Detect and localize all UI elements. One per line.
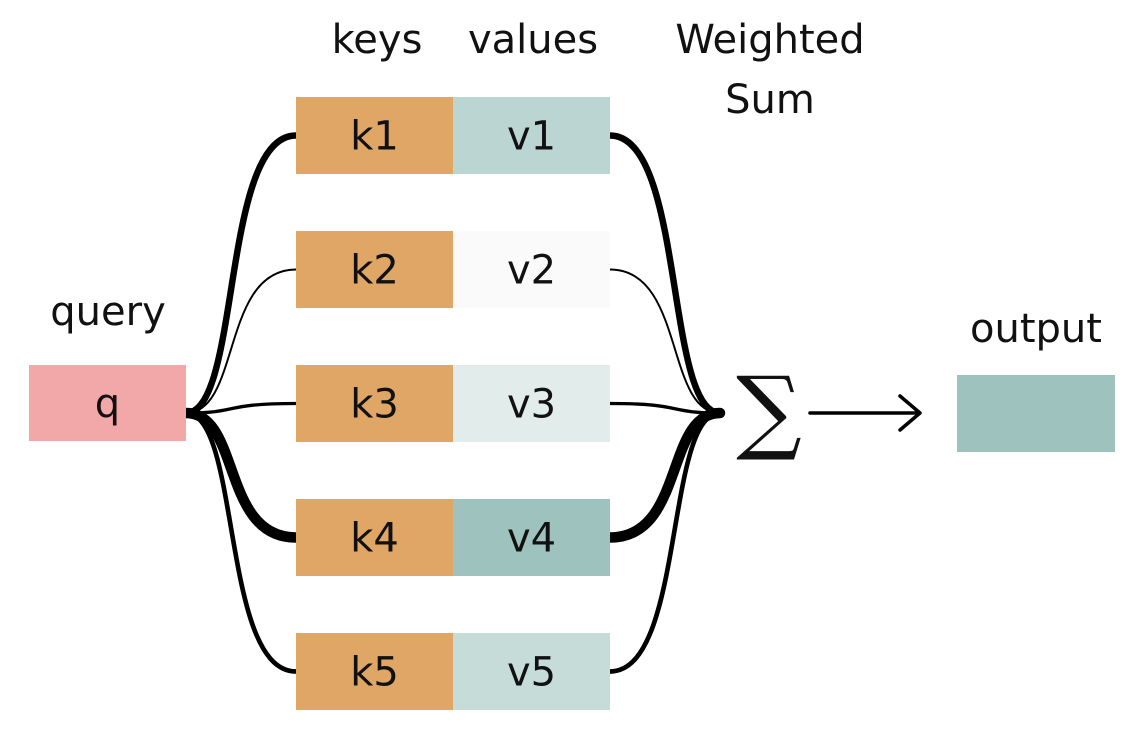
key-label-3: k3 [350, 382, 399, 428]
key-box-4 [296, 499, 453, 576]
query-box [29, 365, 186, 441]
value-label-1: v1 [507, 114, 556, 160]
output-box [957, 375, 1115, 452]
query-label: q [95, 381, 120, 427]
output-header: output [970, 306, 1102, 352]
value-label-4: v4 [507, 516, 556, 562]
value-box-3 [453, 365, 610, 442]
key-label-5: k5 [350, 650, 399, 696]
query-to-key-1-edge [182, 132, 300, 417]
weighted-sum-header-line2: Sum [725, 77, 815, 123]
key-value-rows: k1 v1 k2 v2 k3 v3 k4 v4 k5 v5 [296, 97, 610, 710]
value-sum-edges [604, 132, 726, 674]
query-header: query [50, 289, 165, 335]
query-key-edges [180, 132, 302, 674]
value-label-5: v5 [507, 650, 556, 696]
keys-header: keys [332, 17, 423, 63]
weighted-sum-header-line1: Weighted [675, 17, 864, 63]
value-box-4 [453, 499, 610, 576]
key-label-1: k1 [350, 114, 399, 160]
query-to-key-5-edge [183, 410, 299, 674]
sum-to-output-arrowhead [898, 394, 922, 432]
key-box-3 [296, 365, 453, 442]
query-to-key-2-edge [185, 268, 297, 414]
sum-symbol: ∑ [736, 357, 802, 464]
key-box-5 [296, 633, 453, 710]
key-box-2 [296, 231, 453, 308]
key-label-4: k4 [350, 516, 399, 562]
value-label-3: v3 [507, 382, 556, 428]
value-2-to-sum-edge [609, 268, 721, 414]
value-box-5 [453, 633, 610, 710]
value-4-to-sum-edge [604, 407, 726, 543]
key-label-2: k2 [350, 248, 399, 294]
value-5-to-sum-edge [607, 410, 723, 674]
value-1-to-sum-edge [606, 132, 724, 417]
key-box-1 [296, 97, 453, 174]
values-header: values [468, 17, 598, 63]
query-to-key-4-edge [180, 407, 302, 543]
value-label-2: v2 [507, 248, 556, 294]
value-box-1 [453, 97, 610, 174]
value-box-2 [453, 231, 610, 308]
